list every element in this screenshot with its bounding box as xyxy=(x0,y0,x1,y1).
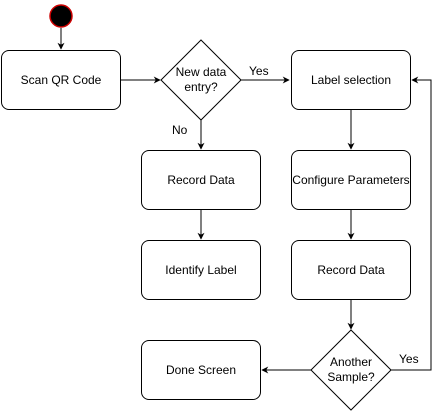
node-configure-parameters: Configure Parameters xyxy=(291,150,411,210)
decision-new-data-entry-label: New data entry? xyxy=(175,65,227,94)
start-node xyxy=(49,4,73,28)
node-record-data-left: Record Data xyxy=(141,150,261,210)
node-identify-label: Identify Label xyxy=(141,240,261,300)
decision-another-sample-label: Another Sample? xyxy=(327,355,375,384)
edge-label-yes-top: Yes xyxy=(249,64,269,78)
decision-another-sample xyxy=(310,329,392,411)
edge-another-yes-loop xyxy=(391,76,432,371)
node-done-screen: Done Screen xyxy=(141,340,261,400)
node-label-selection: Label selection xyxy=(291,50,411,110)
node-record-data-right: Record Data xyxy=(291,240,411,300)
node-scan-qr-code: Scan QR Code xyxy=(1,50,121,110)
edge-label-no: No xyxy=(172,123,188,137)
edge-label-yes-loop: Yes xyxy=(399,352,419,366)
